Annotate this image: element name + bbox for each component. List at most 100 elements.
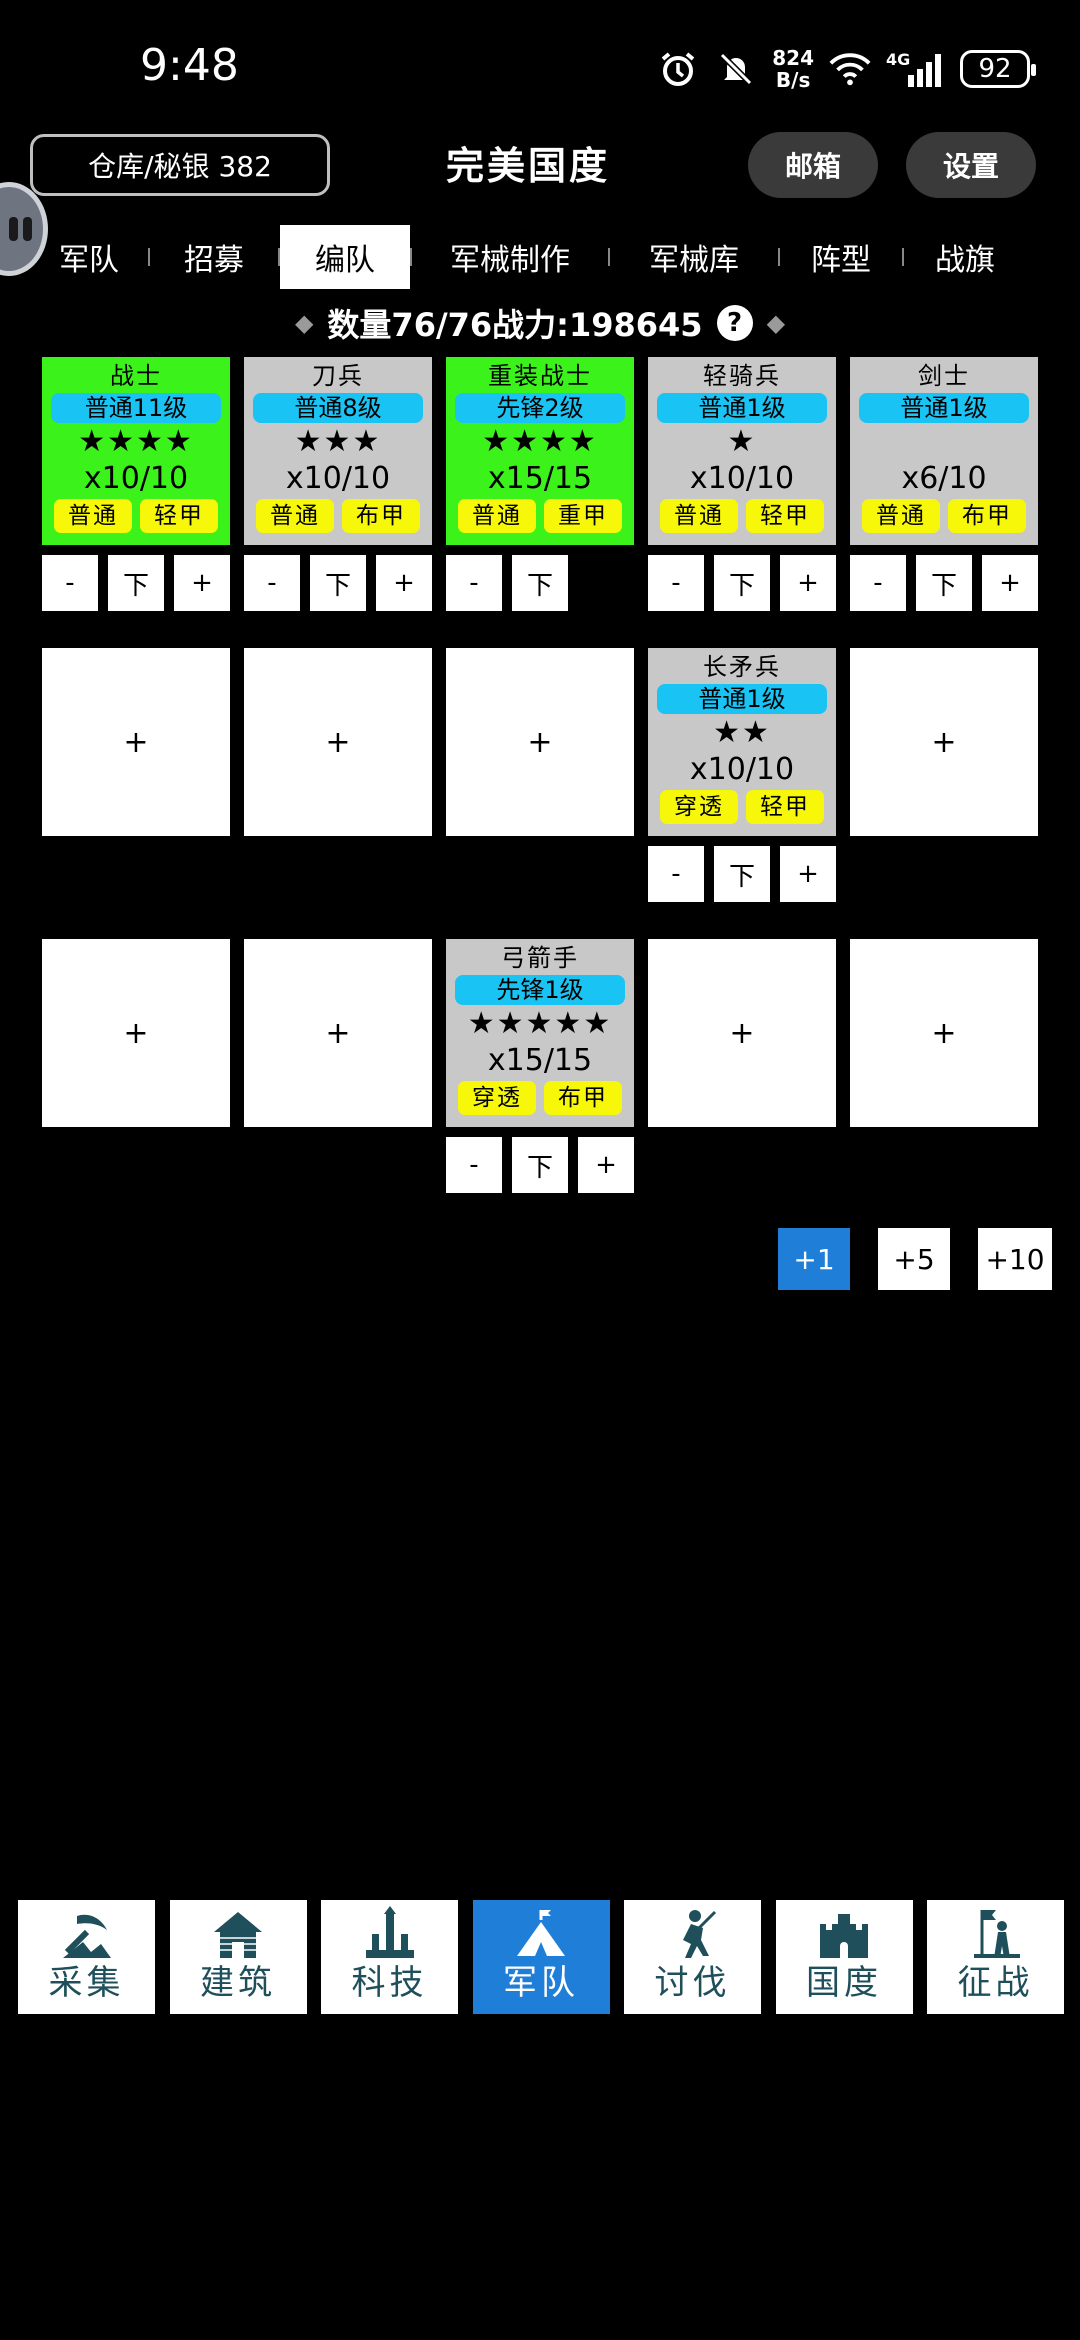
unassign-button[interactable]: 下: [714, 846, 770, 902]
decrease-button[interactable]: -: [244, 555, 300, 611]
status-icons: 824 B/s 4G 92: [656, 44, 1036, 94]
mail-button[interactable]: 邮箱: [748, 132, 878, 198]
increase-button[interactable]: +: [780, 846, 836, 902]
unit-tag: 普通: [458, 499, 536, 533]
empty-slot[interactable]: +: [42, 939, 230, 1127]
unit-tag: 重甲: [544, 499, 622, 533]
unit-tag: 普通: [256, 499, 334, 533]
star-rating: ★★★★: [482, 424, 598, 459]
nav-gather[interactable]: 采集: [18, 1900, 155, 2014]
unassign-button[interactable]: 下: [512, 1137, 568, 1193]
unit-card[interactable]: 剑士 普通1级 x6/10 普通布甲: [850, 357, 1038, 545]
house-icon: [214, 1912, 262, 1958]
unit-card[interactable]: 重装战士 先锋2级 ★★★★ x15/15 普通重甲: [446, 357, 634, 545]
increase-button[interactable]: +: [578, 1137, 634, 1193]
nav-kingdom[interactable]: 国度: [775, 1900, 913, 2014]
star-rating: ★★★: [294, 424, 382, 459]
star-rating: ★★: [713, 715, 771, 750]
unassign-button[interactable]: 下: [714, 555, 770, 611]
tab-separator: [410, 248, 412, 266]
svg-text:4G: 4G: [886, 50, 910, 69]
unit-tag: 普通: [54, 499, 132, 533]
tab-separator: [778, 248, 780, 266]
nav-crusade[interactable]: 讨伐: [624, 1900, 761, 2014]
step-plus-5-button[interactable]: +5: [878, 1228, 950, 1290]
mute-bell-icon: [714, 47, 758, 91]
tab-formation[interactable]: 编队: [280, 225, 410, 289]
empty-slot[interactable]: +: [244, 648, 432, 836]
empty-slot[interactable]: +: [648, 939, 836, 1127]
tab-recruit[interactable]: 招募: [184, 243, 244, 278]
warrior-icon: [682, 1910, 716, 1958]
star-rating: ★★★★: [78, 424, 194, 459]
decrease-button[interactable]: -: [42, 555, 98, 611]
unassign-button[interactable]: 下: [512, 555, 568, 611]
unit-card[interactable]: 弓箭手 先锋1级 ★★★★★ x15/15 穿透布甲: [446, 939, 634, 1127]
bottom-nav: 采集 建筑 科技 军队 讨伐 国度 征战: [18, 1900, 1064, 2014]
unit-tag: 穿透: [660, 790, 738, 824]
tab-separator: [608, 248, 610, 266]
storage-button[interactable]: 仓库/秘银 382: [30, 134, 330, 196]
unassign-button[interactable]: 下: [108, 555, 164, 611]
tab-separator: [902, 248, 904, 266]
empty-slot[interactable]: +: [850, 648, 1038, 836]
tab-array[interactable]: 阵型: [811, 243, 871, 278]
empty-slot[interactable]: +: [850, 939, 1038, 1127]
tent-icon: [517, 1910, 565, 1956]
alarm-icon: [656, 47, 700, 91]
tab-armory[interactable]: 军械库: [649, 243, 739, 278]
empty-slot[interactable]: +: [446, 648, 634, 836]
army-summary-text: 数量76/76战力:198645: [327, 306, 703, 344]
help-icon[interactable]: ?: [716, 305, 753, 341]
unit-card[interactable]: 轻骑兵 普通1级 ★ x10/10 普通轻甲: [648, 357, 836, 545]
unit-tag: 布甲: [544, 1081, 622, 1115]
increase-button[interactable]: +: [780, 555, 836, 611]
decrease-button[interactable]: -: [446, 555, 502, 611]
increase-button[interactable]: +: [376, 555, 432, 611]
decrease-button[interactable]: -: [850, 555, 906, 611]
tab-banner[interactable]: 战旗: [935, 243, 995, 278]
nav-tech[interactable]: 科技: [321, 1900, 458, 2014]
unit-card[interactable]: 刀兵 普通8级 ★★★ x10/10 普通布甲: [244, 357, 432, 545]
settings-button[interactable]: 设置: [906, 132, 1036, 198]
star-rating: ★: [727, 424, 757, 459]
tab-separator: [278, 248, 280, 266]
nav-campaign[interactable]: 征战: [927, 1900, 1064, 2014]
tab-bar: 军队 招募 编队 军械制作 军械库 阵型 战旗: [30, 225, 1040, 289]
empty-slot[interactable]: +: [244, 939, 432, 1127]
flag-soldier-icon: [973, 1910, 1020, 1958]
unit-tag: 布甲: [342, 499, 420, 533]
empty-slot[interactable]: +: [42, 648, 230, 836]
unit-tag: 轻甲: [746, 499, 824, 533]
unit-tag: 轻甲: [140, 499, 218, 533]
diamond-right-icon: ◆: [766, 309, 786, 337]
pickaxe-icon: [62, 1914, 111, 1958]
increase-button[interactable]: +: [174, 555, 230, 611]
unit-tag: 穿透: [458, 1081, 536, 1115]
decrease-button[interactable]: -: [648, 846, 704, 902]
net-speed: 824 B/s: [772, 46, 814, 92]
signal-4g-icon: 4G: [886, 47, 946, 91]
nav-building[interactable]: 建筑: [169, 1900, 307, 2014]
tab-arms-crafting[interactable]: 军械制作: [450, 243, 570, 278]
unit-card[interactable]: 战士 普通11级 ★★★★ x10/10 普通轻甲: [42, 357, 230, 545]
unassign-button[interactable]: 下: [916, 555, 972, 611]
castle-icon: [820, 1914, 868, 1958]
tower-icon: [365, 1906, 414, 1958]
unit-tag: 普通: [660, 499, 738, 533]
decrease-button[interactable]: -: [446, 1137, 502, 1193]
tab-army[interactable]: 军队: [59, 243, 119, 278]
increase-button[interactable]: +: [982, 555, 1038, 611]
step-plus-10-button[interactable]: +10: [978, 1228, 1052, 1290]
diamond-left-icon: ◆: [294, 309, 314, 337]
unit-card[interactable]: 长矛兵 普通1级 ★★ x10/10 穿透轻甲: [648, 648, 836, 836]
unassign-button[interactable]: 下: [310, 555, 366, 611]
page-title: 完美国度: [445, 144, 610, 188]
nav-army[interactable]: 军队: [472, 1900, 610, 2014]
unit-tag: 轻甲: [746, 790, 824, 824]
star-rating: ★★★★★: [467, 1006, 613, 1041]
unit-tag: 普通: [862, 499, 940, 533]
decrease-button[interactable]: -: [648, 555, 704, 611]
unit-tag: 布甲: [948, 499, 1026, 533]
step-plus-1-button[interactable]: +1: [778, 1228, 850, 1290]
